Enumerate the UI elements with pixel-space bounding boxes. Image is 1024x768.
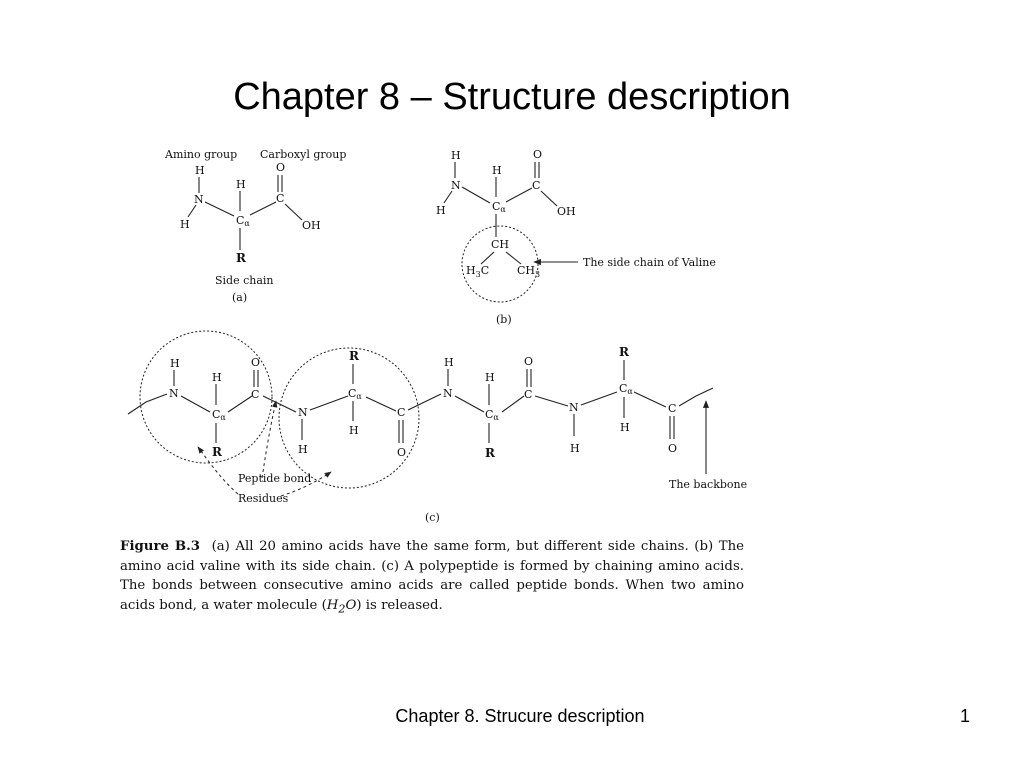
res2-c-alpha: Cα <box>348 387 362 401</box>
caption-text-end: ) is released. <box>356 597 443 613</box>
res1-n: N <box>169 387 179 400</box>
figure-label: Figure B.3 <box>120 539 200 554</box>
slide-title: Chapter 8 – Structure description <box>233 76 791 118</box>
res4-carbonyl-c: C <box>668 402 676 415</box>
panel-b-label: (b) <box>496 313 512 326</box>
res1-r: R <box>212 445 223 459</box>
panel-a-amino-acid: Amino group Carboxyl group H N H H Cα R … <box>164 148 346 304</box>
residue-circle-1 <box>139 330 273 464</box>
amino-h-left: H <box>180 218 190 231</box>
valine-c-alpha: Cα <box>492 200 506 214</box>
panel-b-valine: H N H H Cα C O OH CH H3C CH3 The side ch <box>436 148 716 326</box>
valine-carboxyl-c: C <box>532 179 540 192</box>
res1-amino-h: H <box>170 357 180 370</box>
amino-n: N <box>194 193 204 206</box>
res4-alpha-h: H <box>620 421 630 434</box>
res1-c-alpha: Cα <box>212 408 226 422</box>
panel-c-polypeptide: H N H Cα R C O N H R Cα H C O <box>127 330 747 524</box>
alpha-h: H <box>236 178 246 191</box>
res1-alpha-h: H <box>212 371 222 384</box>
valine-carboxyl-oh: OH <box>557 205 576 218</box>
water-formula: H2O <box>326 597 357 616</box>
valine-amino-h-top: H <box>451 149 461 162</box>
res4-c-alpha: Cα <box>619 382 633 396</box>
carboxyl-group-label: Carboxyl group <box>260 148 346 161</box>
r-group: R <box>236 251 247 265</box>
res1-carbonyl-c: C <box>251 388 259 401</box>
residues-label: Residues <box>238 492 289 505</box>
res3-c-alpha: Cα <box>485 408 499 422</box>
res1-carbonyl-o: O <box>251 356 260 369</box>
page-number: 1 <box>959 706 970 726</box>
res4-amino-h: H <box>570 442 580 455</box>
valine-side-chain-label: The side chain of Valine <box>583 256 716 269</box>
residue-circle-2 <box>278 347 420 489</box>
panel-c-label: (c) <box>425 511 440 524</box>
caption-text: (a) All 20 amino acids have the same for… <box>120 539 745 613</box>
valine-amino-h-left: H <box>436 204 446 217</box>
amino-group-label: Amino group <box>164 148 237 161</box>
res2-r: R <box>349 349 360 363</box>
valine-h3c: H3C <box>466 264 489 279</box>
res4-r: R <box>619 345 630 359</box>
res4-carbonyl-o: O <box>668 442 677 455</box>
valine-ch3: CH3 <box>517 264 540 279</box>
peptide-bond-label: Peptide bond <box>238 472 311 485</box>
valine-ch: CH <box>491 238 509 251</box>
figure-caption: Figure B.3 (a) All 20 amino acids have t… <box>120 537 744 619</box>
valine-carboxyl-o: O <box>533 148 542 161</box>
valine-n: N <box>451 179 461 192</box>
side-chain-label: Side chain <box>215 274 274 287</box>
res3-amino-h: H <box>444 356 454 369</box>
res3-n: N <box>443 387 453 400</box>
panel-a-label: (a) <box>232 291 247 304</box>
carboxyl-c: C <box>276 192 284 205</box>
carboxyl-o: O <box>276 161 285 174</box>
res2-carbonyl-o: O <box>397 446 406 459</box>
res2-n: N <box>298 406 308 419</box>
res2-carbonyl-c: C <box>397 406 405 419</box>
res4-n: N <box>569 401 579 414</box>
res3-carbonyl-o: O <box>524 355 533 368</box>
res2-alpha-h: H <box>349 424 359 437</box>
footer-text: Chapter 8. Strucure description <box>395 706 645 726</box>
res2-amino-h: H <box>298 443 308 456</box>
res3-r: R <box>485 446 496 460</box>
amino-h-top: H <box>195 164 205 177</box>
res3-carbonyl-c: C <box>524 388 532 401</box>
c-alpha: Cα <box>236 214 250 228</box>
carboxyl-oh: OH <box>302 219 321 232</box>
backbone-label: The backbone <box>669 478 747 491</box>
res3-alpha-h: H <box>485 371 495 384</box>
valine-alpha-h: H <box>492 164 502 177</box>
